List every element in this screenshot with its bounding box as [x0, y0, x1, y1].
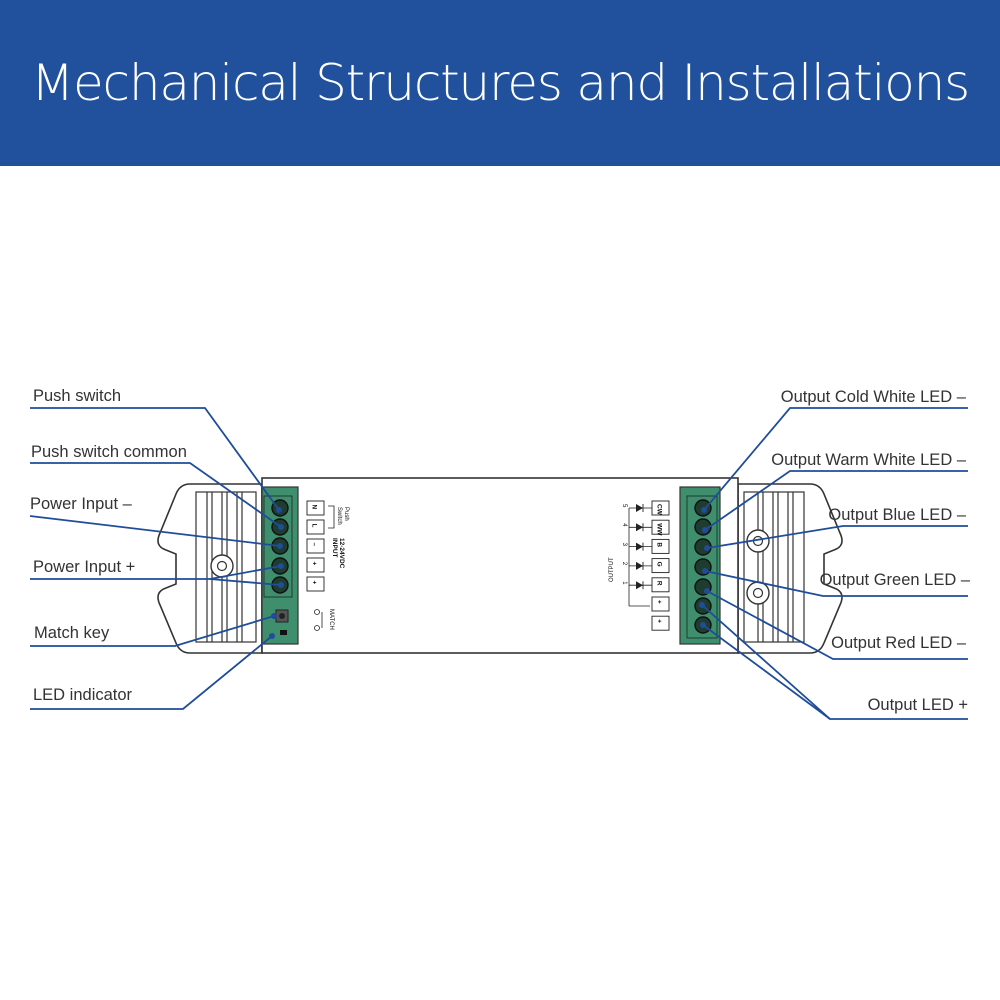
output-terminal-box — [651, 596, 670, 612]
output-print: OUTPUT — [609, 557, 615, 582]
push-print: Push — [343, 507, 349, 521]
leader-dot — [277, 543, 283, 549]
label-output-cold-white: Output Cold White LED – — [781, 388, 967, 406]
diode-symbol — [636, 561, 643, 570]
input-terminal-box — [306, 576, 325, 592]
input-terminal-labels: N L – + + — [306, 500, 325, 592]
channel-number: 4 — [621, 523, 627, 527]
output-terminal-label: R — [656, 581, 663, 586]
input-terminal-label: N — [311, 505, 318, 510]
input-terminal-box — [306, 538, 325, 554]
leader-line — [706, 590, 968, 660]
channel-number: 3 — [621, 543, 627, 547]
leader-dot — [702, 568, 708, 574]
input-terminal-box — [306, 557, 325, 573]
controller-device — [157, 477, 843, 654]
output-terminal-label: WW — [656, 523, 663, 536]
label-push-switch: Push switch — [33, 387, 121, 405]
input-terminal-box — [306, 519, 325, 535]
output-terminal-label: B — [656, 542, 663, 547]
label-push-switch-common: Push switch common — [31, 443, 187, 461]
header-banner: Mechanical Structures and Installations — [0, 0, 1000, 166]
leader-line — [706, 525, 968, 549]
page-title: Mechanical Structures and Installations — [31, 54, 970, 112]
label-output-red: Output Red LED – — [831, 634, 967, 652]
channel-number: 1 — [621, 581, 627, 585]
diode-symbol — [636, 542, 643, 551]
input-print: INPUT — [331, 538, 338, 558]
leader-dot — [271, 613, 277, 619]
leader-dot — [276, 507, 282, 513]
match-print: MATCH — [328, 609, 334, 630]
output-terminal-labels: CW WW B G R + + — [651, 500, 670, 631]
leader-line — [30, 615, 275, 647]
leader-dot — [702, 527, 708, 533]
input-terminal-label: + — [311, 581, 318, 585]
input-terminal-box — [306, 500, 325, 516]
label-output-green: Output Green LED – — [820, 571, 971, 589]
output-terminal-label: G — [656, 562, 663, 567]
leader-line — [704, 470, 968, 531]
leader-dot — [701, 507, 707, 513]
leader-dot — [704, 588, 710, 594]
output-terminal-label: + — [656, 600, 663, 604]
output-diodes: 5 4 3 2 1 — [621, 504, 652, 590]
diode-symbol — [636, 504, 643, 512]
leader-line — [704, 570, 968, 597]
label-power-input-minus: Power Input – — [30, 495, 133, 513]
leader-line — [29, 515, 281, 547]
leader-dot — [269, 633, 275, 639]
leader-dot — [699, 602, 705, 608]
label-power-input-plus: Power Input + — [33, 558, 135, 576]
switch-print: Switch — [336, 507, 342, 525]
output-terminal-label: CW — [656, 504, 663, 516]
label-output-led-plus: Output LED + — [868, 696, 968, 714]
channel-number: 5 — [621, 504, 627, 508]
device-print: Switch Push INPUT 12-24VDC MATCH OUTPUT — [314, 505, 650, 631]
leader-dot — [704, 545, 710, 551]
leader-dot — [700, 622, 706, 628]
channel-number: 2 — [621, 562, 627, 566]
output-terminal-label: + — [656, 619, 663, 623]
leader-line — [30, 462, 282, 528]
label-output-warm-white: Output Warm White LED – — [771, 451, 967, 469]
input-terminal-label: + — [311, 562, 318, 566]
output-terminal-box — [651, 615, 670, 631]
voltage-print: 12-24VDC — [338, 538, 345, 569]
leader-dot — [278, 524, 284, 530]
led-indicator-light — [280, 630, 287, 635]
label-led-indicator: LED indicator — [33, 686, 133, 704]
leader-dot — [278, 582, 284, 588]
diode-symbol — [636, 523, 643, 532]
label-output-blue: Output Blue LED – — [828, 506, 966, 524]
leader-line — [30, 407, 280, 511]
leader-line — [209, 578, 282, 586]
diode-symbol — [636, 581, 643, 590]
leader-line — [702, 624, 831, 720]
input-terminal-label: – — [311, 543, 318, 547]
leader-line — [30, 635, 273, 710]
leader-line — [703, 407, 968, 511]
label-match-key: Match key — [34, 624, 110, 642]
leader-lines — [29, 407, 968, 720]
leader-dot — [278, 563, 284, 569]
input-terminal-label: L — [311, 524, 318, 528]
